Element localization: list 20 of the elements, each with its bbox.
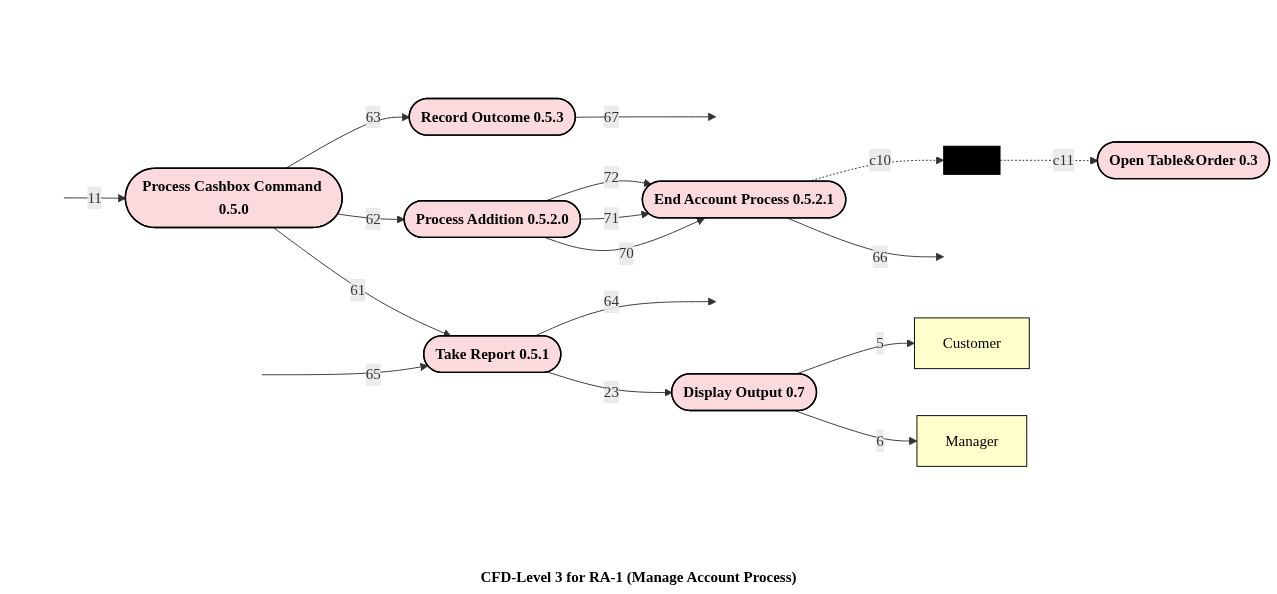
edge-label: 61 [350,281,366,298]
edge-label: 11 [87,189,102,206]
node-box: Customer [913,317,1030,370]
node-box: Manager [916,415,1028,467]
edge-label: 62 [365,210,381,227]
edge-label: 63 [365,108,381,125]
edge-label: c11 [1052,151,1074,168]
edge-label: 5 [876,334,884,351]
edge-label: 6 [876,432,884,449]
edge-label: 64 [603,293,619,310]
edge-label: c10 [869,151,891,168]
edge-label: 67 [603,108,619,125]
edge-label: 71 [603,210,619,227]
edge-label: 70 [618,245,634,262]
node-bar [943,145,1001,175]
edge-label: 65 [365,366,381,383]
edge-label: 23 [603,383,619,400]
edge-label: 72 [603,168,619,185]
edge-label: 66 [872,248,888,265]
caption: CFD-Level 3 for RA-1 (Manage Account Process) [480,568,797,587]
